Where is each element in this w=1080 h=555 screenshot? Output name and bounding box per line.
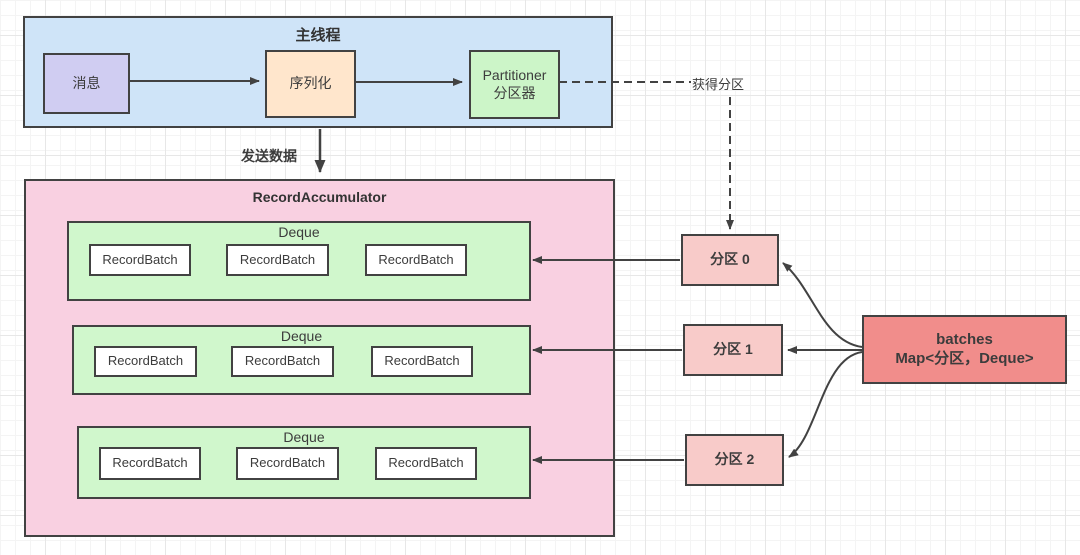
batches-map-line1: batches xyxy=(936,330,993,348)
record-batch: RecordBatch xyxy=(226,244,329,276)
partition-1-node: 分区 1 xyxy=(683,324,783,376)
record-batch: RecordBatch xyxy=(365,244,467,276)
deque-2-title: Deque xyxy=(283,429,325,445)
serialize-label: 序列化 xyxy=(289,75,332,92)
deque-1-title: Deque xyxy=(280,328,323,344)
get-partition-label: 获得分区 xyxy=(692,77,745,92)
partition-2-node: 分区 2 xyxy=(685,434,784,486)
partition-0-node: 分区 0 xyxy=(681,234,779,286)
arrow-batches-to-partition0 xyxy=(782,262,863,348)
record-batch: RecordBatch xyxy=(99,447,201,480)
deque-0: Deque RecordBatch RecordBatch RecordBatc… xyxy=(67,221,531,301)
record-batch: RecordBatch xyxy=(375,447,477,480)
record-batch: RecordBatch xyxy=(89,244,191,276)
deque-1: Deque RecordBatch RecordBatch RecordBatc… xyxy=(72,325,531,395)
record-accumulator-container: RecordAccumulator Deque RecordBatch Reco… xyxy=(24,179,615,537)
deque-2: Deque RecordBatch RecordBatch RecordBatc… xyxy=(77,426,531,499)
main-thread-container: 主线程 消息 序列化 Partitioner 分区器 xyxy=(23,16,613,128)
deque-0-title: Deque xyxy=(278,224,320,240)
message-node: 消息 xyxy=(43,53,130,114)
partitioner-label: Partitioner 分区器 xyxy=(482,67,547,101)
send-data-label: 发送数据 xyxy=(241,148,297,164)
partitioner-node: Partitioner 分区器 xyxy=(469,50,560,119)
arrow-batches-to-partition2 xyxy=(788,351,863,458)
batches-map-node: batches Map<分区，Deque> xyxy=(862,315,1067,384)
serialize-node: 序列化 xyxy=(265,50,356,118)
batches-map-line2: Map<分区，Deque> xyxy=(895,349,1034,367)
record-batch: RecordBatch xyxy=(371,346,473,377)
main-thread-title: 主线程 xyxy=(295,27,341,44)
message-label: 消息 xyxy=(72,74,101,91)
record-accumulator-title: RecordAccumulator xyxy=(252,189,387,205)
record-batch: RecordBatch xyxy=(231,346,334,377)
record-batch: RecordBatch xyxy=(94,346,197,377)
record-batch: RecordBatch xyxy=(236,447,339,480)
